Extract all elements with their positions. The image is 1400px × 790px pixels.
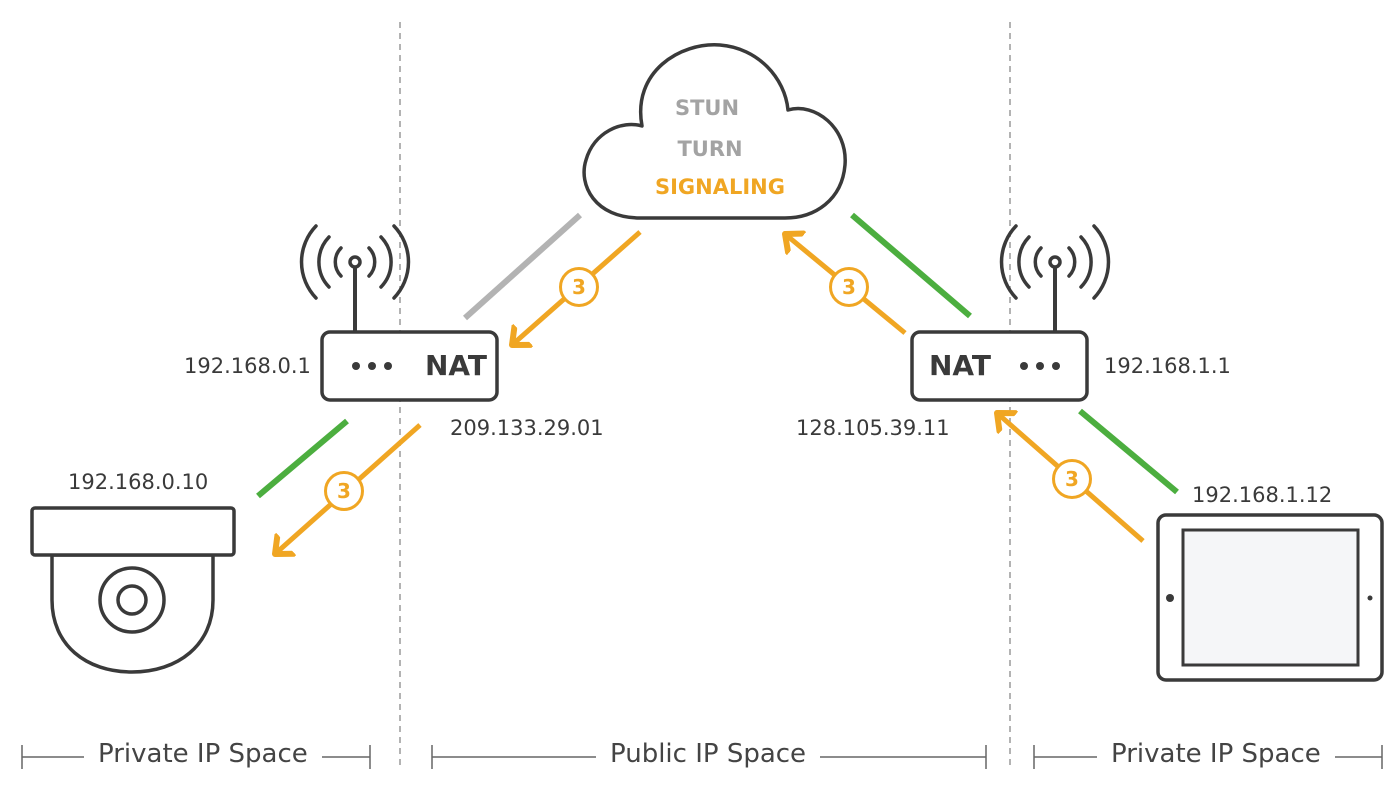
left-public-ip: 209.133.29.01 [450,416,604,440]
security-camera-icon [30,506,236,674]
cloud-label-signaling: SIGNALING [654,175,785,199]
right-router-body [910,330,1089,402]
cloud-label-turn: TURN [677,137,743,161]
cloud-label-stun: STUN [674,96,740,120]
right-router [910,224,1111,402]
zone-label-left: Private IP Space [84,739,322,769]
link-left-router-to-cloud [462,212,583,321]
left-router-ip: 192.168.0.1 [184,354,311,378]
right-router-ip: 192.168.1.1 [1104,354,1231,378]
camera-ip: 192.168.0.10 [68,470,209,494]
right-antenna-tip [1048,255,1062,269]
zone-label-right: Private IP Space [1097,739,1335,769]
step-badge-tablet-to-right: 3 [1052,459,1092,499]
right-router-dots-icon [1020,362,1060,370]
left-router [299,224,499,402]
right-wifi-waves-icon [999,224,1111,300]
left-router-dots-icon [352,362,392,370]
cloud-icon [582,43,847,220]
link-right-router-to-cloud [850,212,972,319]
right-public-ip: 128.105.39.11 [796,416,950,440]
zone-label-middle: Public IP Space [596,739,821,769]
step-badge-right-to-cloud: 3 [829,267,869,307]
left-router-nat-label: NAT [425,349,488,382]
step-badge-cloud-to-left: 3 [559,267,599,307]
left-antenna-tip [348,255,362,269]
right-router-nat-label: NAT [929,349,992,382]
tablet-ip: 192.168.1.12 [1192,483,1333,507]
link-right-router-to-tablet [1078,408,1179,495]
step-badge-left-to-camera: 3 [324,471,364,511]
tablet-icon [1156,513,1384,682]
left-router-body [320,330,499,402]
left-wifi-waves-icon [299,224,411,300]
link-left-router-to-camera [256,418,349,499]
